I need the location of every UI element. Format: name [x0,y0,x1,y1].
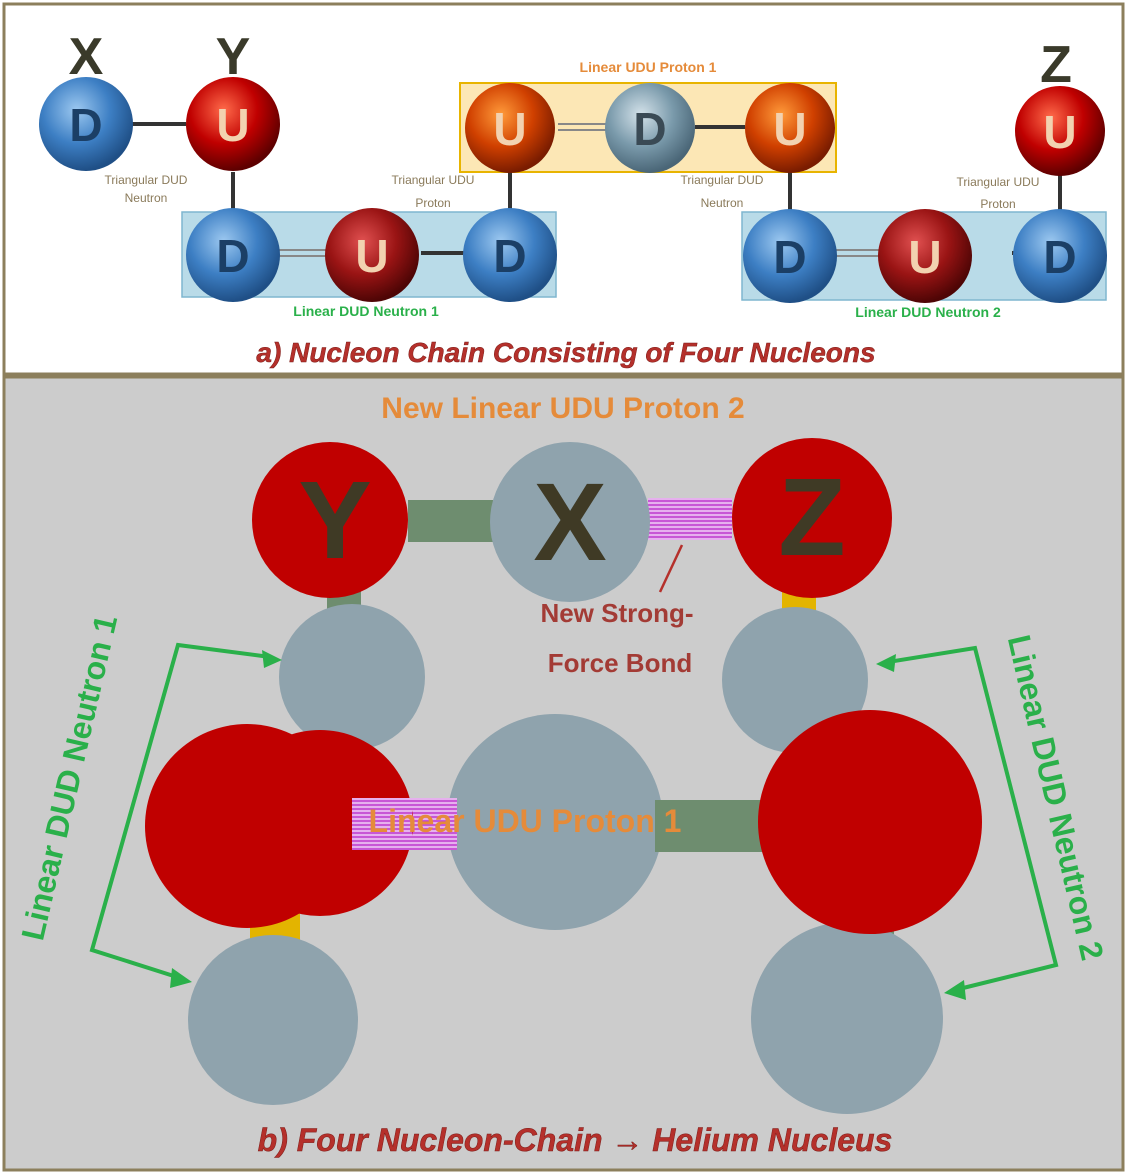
panel-a-small-labels: Triangular DUD Neutron Triangular UDU Pr… [105,173,1040,211]
tri-udu-label: Proton [980,197,1015,211]
sphere-z-up-quark [732,438,892,598]
panel-a-bonds [132,122,1062,255]
tri-dud-label: Triangular DUD [105,173,188,187]
quark-d-x [39,77,133,171]
sphere-letter-y: Y [298,459,371,582]
panel-b-xyz-letters: Y X Z [298,456,845,584]
letter-u: U [216,99,249,151]
neutron1-quark-d-left [186,208,280,302]
letter-d: D [69,99,102,151]
tri-udu-label: Proton [415,196,450,210]
quark-u-y [186,77,280,171]
left-arrow-head-bottom [170,968,192,988]
proton1-bond-left-front [352,798,412,850]
sphere-letter-z: Z [778,456,845,579]
letter-d: D [633,103,666,155]
left-neutron-arrow [89,642,271,980]
proton-1-center-label: Linear UDU Proton 1 [369,803,682,839]
proton-1-label: Linear UDU Proton 1 [580,59,717,75]
neutron2-quark-d-left [743,209,837,303]
letter-d: D [493,230,526,282]
left-arrow-head-top [262,650,282,668]
neutron2-quark-d-right [1013,209,1107,303]
panel-b-caption: b) Four Nucleon-Chain → Helium Nucleus [258,1122,893,1158]
tri-dud-label: Neutron [125,191,168,205]
quark-u-z [1015,86,1105,176]
new-strong-force-bond [648,498,732,540]
strong-force-label-line1: New Strong- [540,598,693,628]
letter-d: D [1043,231,1076,283]
bond-y-x [408,500,493,542]
tri-dud-label: Neutron [701,196,744,210]
proton1-up-quark-right [758,710,982,934]
proton1-up-quark-left [145,724,349,928]
letter-z-label: Z [1040,36,1072,94]
sphere-x-down-quark [490,442,650,602]
panel-a-quark-letters: D U U D U U D U D D U D [69,99,1076,283]
tri-dud-label: Triangular DUD [681,173,764,187]
proton1-center-quark [447,714,663,930]
panel-a-group-labels: Linear UDU Proton 1 Linear DUD Neutron 1… [293,59,1001,320]
neutron2-quark-u [878,209,972,303]
panel-b-title: New Linear UDU Proton 2 [381,392,744,425]
sphere-letter-x: X [533,461,606,584]
neutron-1-label: Linear DUD Neutron 1 [293,303,439,319]
strong-force-pointer [658,544,684,593]
right-neutron-arrow [887,645,1059,992]
proton1-quark-u-left [465,83,555,173]
letter-u: U [355,230,388,282]
panel-a-frame [2,2,1125,376]
neutron1-quark-d-right [463,208,557,302]
letter-d: D [773,231,806,283]
tri-udu-label: Triangular UDU [392,173,475,187]
right-arrow-head-bottom [944,980,966,1000]
letter-y-label: Y [216,28,251,86]
panel-a-caption: a) Nucleon Chain Consisting of Four Nucl… [256,337,875,368]
letter-u: U [773,103,806,155]
right-arrow-head-top [876,654,896,672]
proton1-quark-u-right [745,83,835,173]
tri-udu-label: Triangular UDU [957,175,1040,189]
proton1-quark-d [605,83,695,173]
panel-a: D U U D U U D U D D U D X Y Z Triangular… [39,28,1107,368]
neutron1-quark-u [325,208,419,302]
neutron1-gray-quark-upper [279,604,425,750]
letter-u: U [908,231,941,283]
strong-force-label-line2: Force Bond [548,648,692,678]
letter-u: U [493,103,526,155]
letter-d: D [216,230,249,282]
proton1-bond-right [655,800,767,852]
letter-u: U [1043,106,1076,158]
panel-a-double-bonds [278,123,880,257]
neutron2-gray-quark-lower [751,922,943,1114]
neutron2-gray-quark-upper [722,607,868,753]
neutron-2-label: Linear DUD Neutron 2 [855,304,1001,320]
letter-x-label: X [69,28,104,86]
panel-a-xyz-letters: X Y Z [69,28,1072,94]
sphere-y-up-quark [252,442,408,598]
neutron1-gray-quark-lower [188,935,358,1105]
